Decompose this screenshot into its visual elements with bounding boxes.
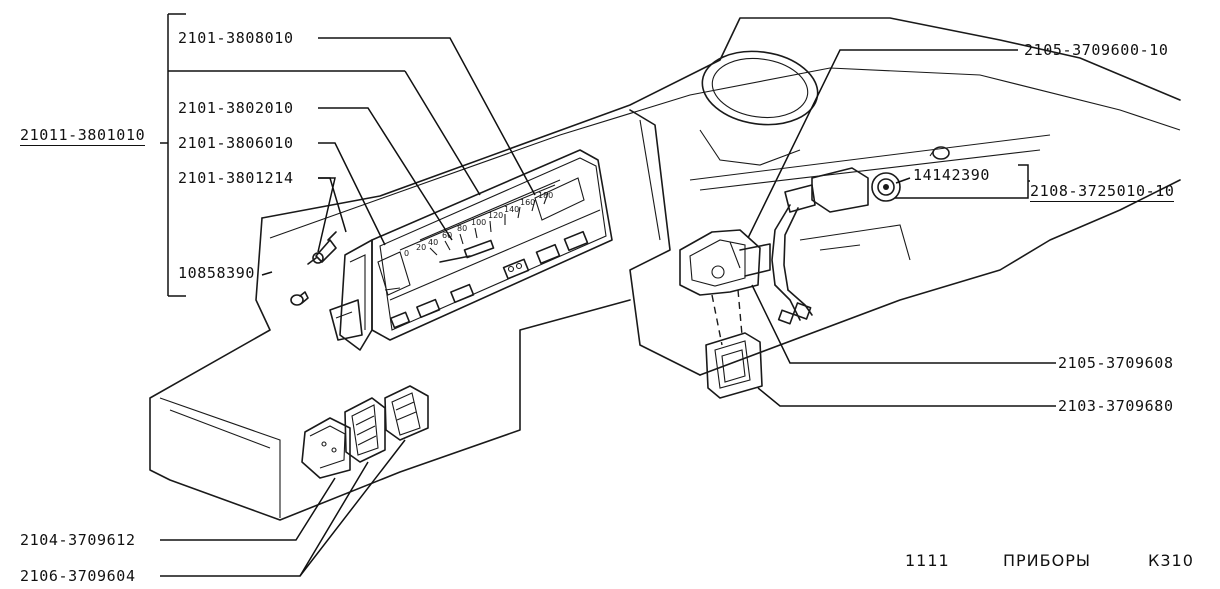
speedo-scale-180: 180 (538, 191, 553, 200)
part-label-21011-3801010: 21011-3801010 (20, 126, 146, 146)
footer-title: ПРИБОРЫ (1003, 551, 1091, 570)
speedo-scale-60: 60 (442, 231, 452, 240)
instrument-cluster: 0 20 40 60 80 100 120 140 160 180 (329, 149, 613, 351)
bulb-holder-2101-3801214 (307, 231, 337, 265)
part-label-2104-3709612: 2104-3709612 (20, 531, 136, 549)
speedo-needle (439, 255, 471, 263)
switch-block-left (301, 417, 351, 479)
part-label-2101-3806010: 2101-3806010 (178, 134, 294, 152)
dash-curve (699, 129, 801, 166)
switch-rocker-1 (344, 397, 386, 463)
footer-page-code: К310 (1148, 551, 1194, 570)
speedo-scale-120: 120 (488, 211, 503, 220)
switch-frame-2103-3709680 (705, 332, 763, 399)
ignition-bulb-14142390 (929, 146, 950, 160)
speedo-ticks (429, 192, 549, 256)
part-label-2105-3709600-10: 2105-3709600-10 (1024, 41, 1169, 59)
part-label-2103-3709680: 2103-3709680 (1058, 397, 1174, 415)
ignition-switch-2108-3725010-10 (771, 167, 901, 325)
part-label-10858390: 10858390 (178, 264, 256, 282)
dashboard-outline (149, 17, 1181, 521)
part-label-2108-3725010-10: 2108-3725010-10 (1030, 182, 1175, 202)
switch-2105-3709600-10 (679, 229, 771, 296)
svg-text:0 20 40 60: 0 20 40 60 80 100 120 140 160 180 (404, 191, 553, 258)
footer-model-number: 1111 (905, 551, 950, 570)
part-label-2106-3709604: 2106-3709604 (20, 567, 136, 585)
switch-rocker-2 (384, 385, 429, 441)
part-label-2101-3802010: 2101-3802010 (178, 99, 294, 117)
cluster-connector (329, 299, 363, 341)
leader-lines (160, 37, 1056, 577)
bulb-10858390 (290, 291, 309, 306)
air-vent-round (701, 50, 819, 126)
speedo-scale-0: 0 (404, 249, 409, 258)
part-label-2101-3808010: 2101-3808010 (178, 29, 294, 47)
part-label-2101-3801214: 2101-3801214 (178, 169, 294, 187)
bracket-21011-3801010 (160, 13, 405, 297)
odometer-window (463, 239, 495, 259)
speedo-scale-140: 140 (504, 205, 519, 214)
part-label-2105-3709608: 2105-3709608 (1058, 354, 1174, 372)
speedo-scale-20: 20 (416, 243, 426, 252)
speedo-scale-100: 100 (471, 218, 486, 227)
part-label-14142390: 14142390 (913, 166, 991, 184)
speedo-scale-80: 80 (457, 224, 467, 233)
speedo-scale-160: 160 (520, 198, 535, 207)
speedo-scale-40: 40 (428, 238, 438, 247)
